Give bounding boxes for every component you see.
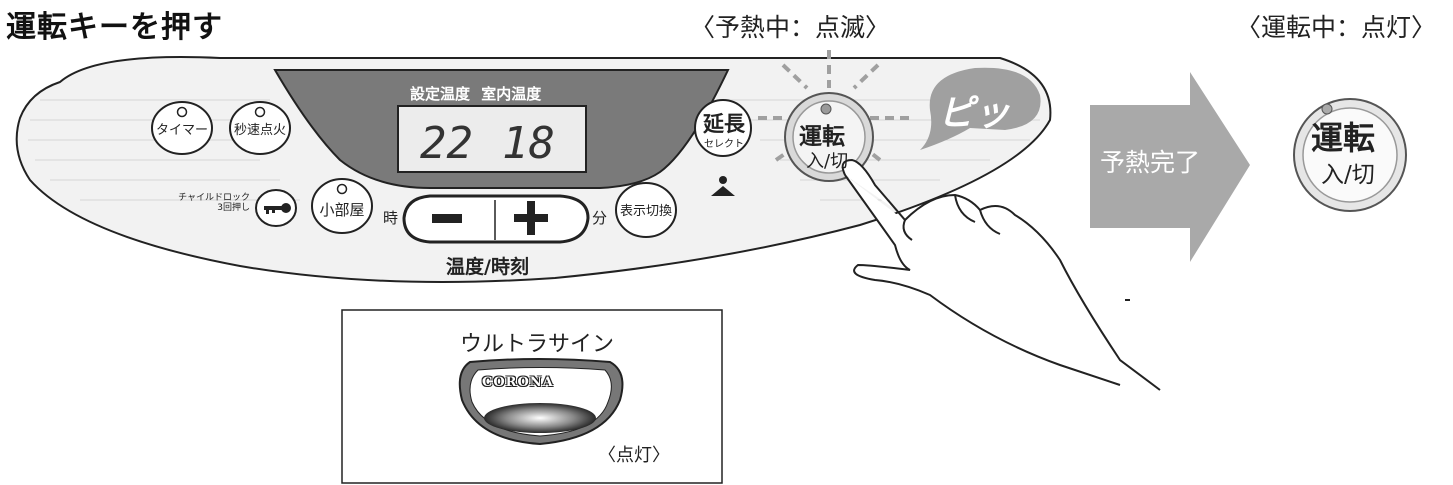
- running-status: 〈運転中：点灯〉: [1236, 13, 1437, 42]
- preheating-status: 〈予熱中：点滅〉: [690, 13, 891, 42]
- timer-led: [176, 106, 188, 118]
- lcd-screen: [397, 105, 587, 173]
- speech-bubble: [920, 67, 1041, 150]
- display-switch-button: [615, 182, 677, 238]
- key-icon: [264, 203, 291, 214]
- preheat-complete-label: 予熱完了: [1100, 148, 1201, 177]
- progress-arrow: [1090, 72, 1250, 262]
- minute-label: 分: [592, 209, 608, 227]
- setting-temp-label: 設定温度: [410, 85, 471, 103]
- hand: [841, 158, 1161, 391]
- child-lock-label: チャイルドロック 3回押し: [160, 193, 250, 214]
- small-room-led: [336, 183, 348, 195]
- small-room-button: [311, 178, 373, 234]
- quick-ignition-label[interactable]: 秒速点火: [233, 123, 286, 138]
- lamp-status: 〈点灯〉: [598, 445, 670, 466]
- child-lock-line2: 3回押し: [217, 203, 250, 214]
- extend-sub-label: セレクト: [704, 139, 744, 150]
- run-label[interactable]: 運転: [799, 124, 845, 150]
- run-large-sub-label: 入/切: [1321, 162, 1375, 188]
- corona-logo: CORONA: [482, 375, 554, 390]
- hour-label: 時: [383, 209, 399, 227]
- minus-icon: [432, 214, 462, 223]
- ultra-sign-lamp: [484, 403, 596, 433]
- child-lock-line1: チャイルドロック: [178, 193, 250, 203]
- small-room-label[interactable]: 小部屋: [319, 201, 365, 219]
- extend-label[interactable]: 延長: [703, 112, 745, 136]
- timer-label[interactable]: タイマー: [155, 123, 208, 138]
- set-temp-value: 22: [420, 118, 473, 169]
- run-led: [820, 103, 832, 115]
- timer-button: [151, 101, 213, 155]
- lcd-labels: 設定温度 室内温度: [410, 83, 541, 104]
- run-led-large: [1321, 103, 1333, 115]
- extend-button: [694, 99, 752, 157]
- room-temp-label: 室内温度: [481, 85, 542, 103]
- quick-ignition-button: [229, 101, 291, 155]
- heading: 運転キーを押す: [6, 10, 223, 45]
- ultra-sign-title: ウルトラサイン: [460, 332, 615, 357]
- hand-fingers: [902, 194, 1001, 241]
- temp-clock-label: 温度/時刻: [446, 256, 529, 278]
- run-button-large: [1302, 107, 1398, 203]
- run-sub-label: 入/切: [806, 151, 849, 172]
- beep-text: ピッ: [938, 93, 1011, 134]
- display-switch-label[interactable]: 表示切換: [620, 204, 673, 219]
- run-large-label[interactable]: 運転: [1311, 119, 1376, 157]
- person-icon: [711, 176, 735, 196]
- quick-ignition-led: [254, 106, 266, 118]
- minus-plus-button: [402, 194, 590, 244]
- run-button: [792, 100, 866, 174]
- room-temp-value: 18: [502, 118, 555, 169]
